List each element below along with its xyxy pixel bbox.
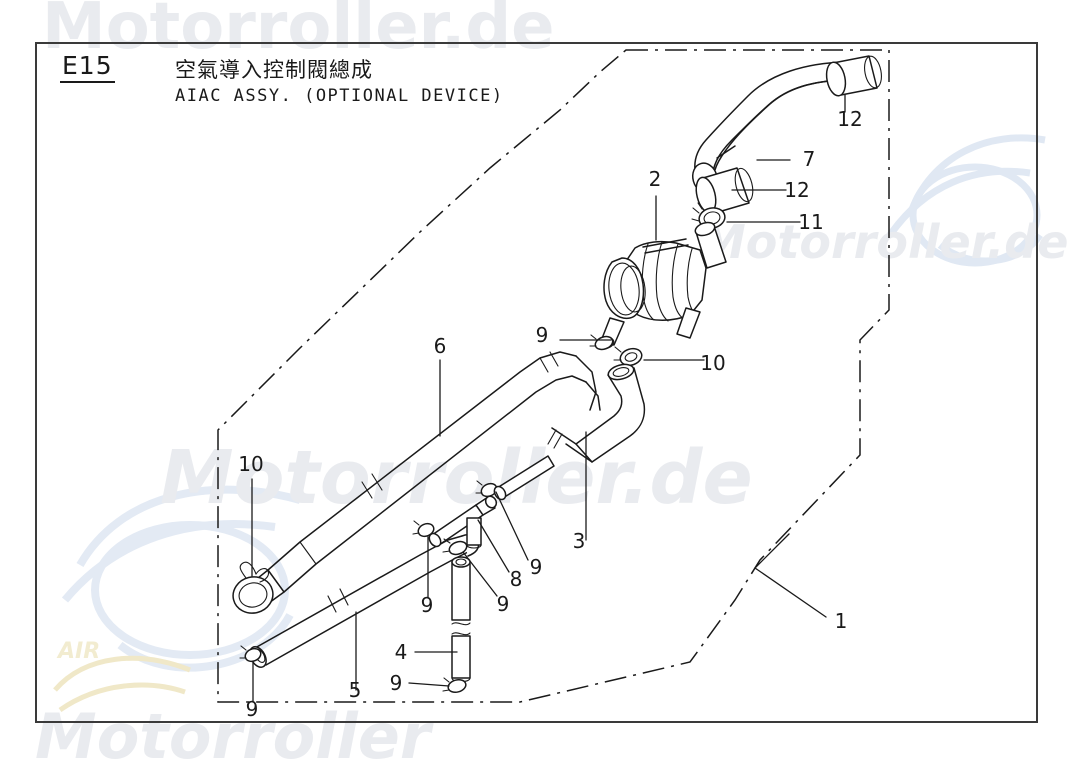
part-5-lower-long-pipe [249,534,480,668]
title-english: AIAC ASSY. (OPTIONAL DEVICE) [175,86,504,106]
callout-2: 2 [649,167,662,191]
part-12-sleeve-top [825,55,882,97]
callout-9d: 9 [421,593,434,617]
callout-3: 3 [573,529,586,553]
part-9-clip-d [412,520,435,538]
drawing-frame-border [35,42,1038,723]
assembly-boundary-outline [217,49,890,703]
callout-leader-1 [754,533,827,618]
page-code: E15 [60,52,115,83]
part-4-short-vertical-tube [451,556,471,683]
callout-9e: 9 [390,671,403,695]
callout-4: 4 [395,640,408,664]
callout-10a: 10 [700,351,725,375]
callout-9a: 9 [536,323,549,347]
part-9-clip-e [442,677,467,693]
callout-1: 1 [835,609,848,633]
callout-leaders [251,94,846,702]
part-3-bent-connector-pipe [547,363,646,463]
part-10-clamp-a [613,346,643,367]
part-9-clip-f [239,645,262,663]
part-8-t-fitting [428,495,498,549]
title-chinese: 空氣導入控制閥總成 [175,58,373,82]
callout-5: 5 [349,678,362,702]
part-9-clip-c [442,538,468,556]
part-2-aiac-valve-body [599,221,727,349]
callout-10b: 10 [238,452,263,476]
callout-11: 11 [798,210,823,234]
part-6-upper-long-pipe [247,351,601,609]
part-6-stub-tube [493,455,555,501]
part-10-clamp-b [232,561,274,614]
callout-7: 7 [803,147,816,171]
title-block: E15 空氣導入控制閥總成 AIAC ASSY. (OPTIONAL DEVIC… [60,52,502,106]
callout-6: 6 [434,334,447,358]
callout-12a: 12 [837,107,862,131]
callout-numbers: 1 2 3 4 5 6 7 8 9 9 9 9 9 9 10 10 11 12 … [238,107,862,721]
callout-9b: 9 [530,555,543,579]
part-12-sleeve-lower [695,167,754,214]
callout-12b: 12 [784,178,809,202]
callout-9f: 9 [246,697,259,721]
callout-9c: 9 [497,592,510,616]
callout-8: 8 [510,567,523,591]
